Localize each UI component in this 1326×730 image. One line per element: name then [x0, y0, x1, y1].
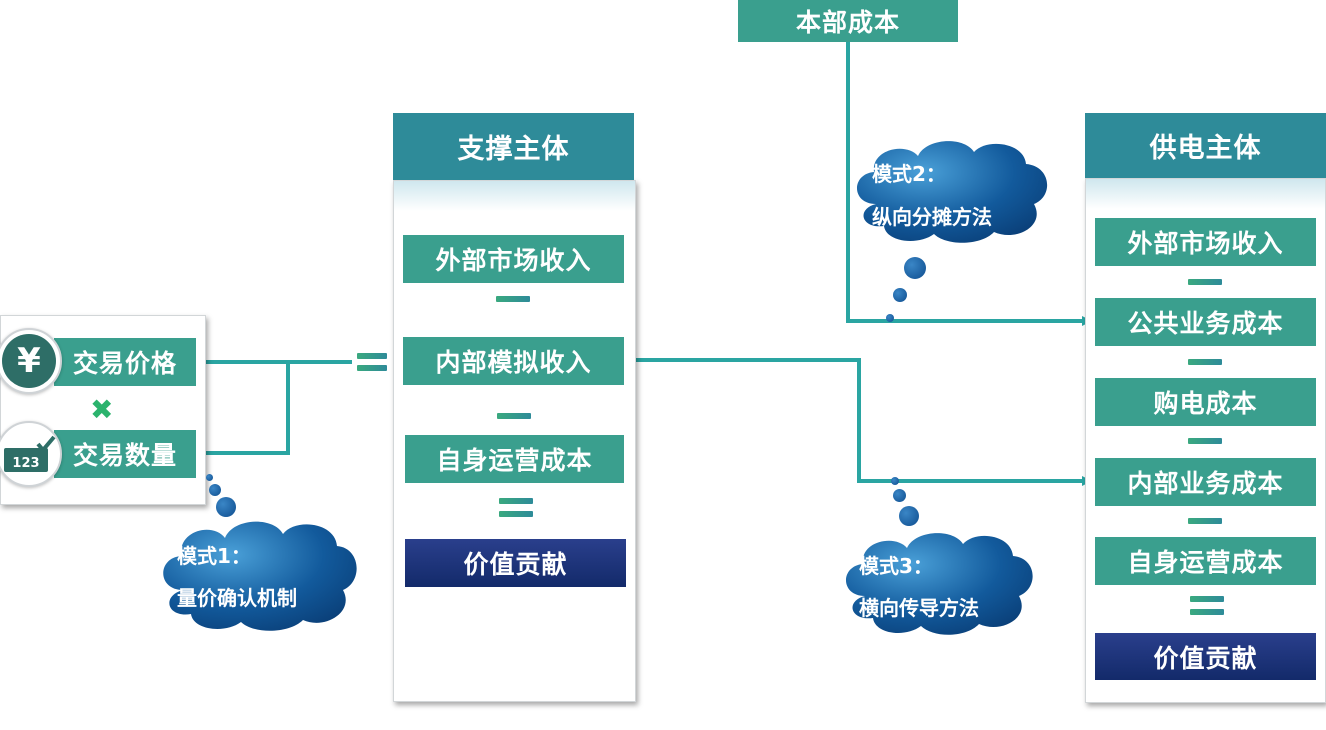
supply-item-label: 外部市场收入: [1127, 229, 1284, 258]
minus-icon: [1188, 359, 1222, 365]
mode1-title: 模式1：: [177, 544, 251, 568]
headquarters-cost-box: 本部成本: [738, 0, 958, 42]
support-item-external-revenue: 外部市场收入: [403, 235, 624, 283]
multiply-icon: ✖: [90, 393, 114, 426]
trade-price-label: 交易价格: [72, 349, 177, 378]
thought-bubble: [893, 489, 906, 502]
thought-bubble: [216, 497, 236, 517]
mode3-title: 模式3：: [859, 554, 933, 578]
minus-icon: [1188, 518, 1222, 524]
support-item-value-contribution: 价值贡献: [405, 539, 626, 587]
mode2-arrow: [846, 42, 1092, 326]
mode3-arrow: [624, 358, 1092, 486]
supply-item-label: 内部业务成本: [1127, 469, 1284, 498]
yen-icon: ¥: [0, 328, 62, 394]
supply-panel-fade: [1086, 179, 1325, 209]
thought-bubble: [209, 484, 221, 496]
thought-bubble: [886, 314, 894, 322]
trade-price-box: 交易价格: [54, 338, 196, 386]
equals-icon: [357, 353, 387, 359]
price-quantity-connector: [196, 360, 352, 455]
supply-item-label: 购电成本: [1153, 389, 1258, 418]
mode2-subtitle: 纵向分摊方法: [872, 205, 992, 229]
support-item-label: 外部市场收入: [435, 246, 592, 275]
supply-item-internal-cost: 内部业务成本: [1095, 458, 1316, 506]
mode2-title: 模式2：: [872, 162, 946, 186]
trade-quantity-label: 交易数量: [72, 441, 177, 470]
minus-icon: [496, 296, 530, 302]
mode1-cloud: [163, 521, 357, 631]
thought-bubble: [893, 288, 907, 302]
support-item-label: 自身运营成本: [436, 446, 593, 475]
thought-bubble: [899, 506, 919, 526]
mode2-cloud: [856, 141, 1048, 243]
supply-item-value-contribution: 价值贡献: [1095, 633, 1316, 680]
minus-icon: [1188, 279, 1222, 285]
counter-icon-graphic: 123: [4, 435, 56, 472]
supply-entity-title: 供电主体: [1085, 113, 1326, 178]
equals-icon-bar: [1190, 609, 1224, 615]
minus-icon: [1188, 438, 1222, 444]
supply-entity-title-label: 供电主体: [1149, 133, 1262, 164]
support-entity-title-label: 支撑主体: [457, 134, 570, 165]
supply-item-label: 价值贡献: [1153, 643, 1258, 673]
mode3-subtitle: 横向传导方法: [859, 596, 979, 620]
supply-item-power-purchase-cost: 购电成本: [1095, 378, 1316, 426]
thought-bubble: [891, 477, 899, 485]
headquarters-cost-label: 本部成本: [795, 8, 900, 37]
equals-icon-bar: [357, 365, 387, 371]
yen-symbol: ¥: [2, 334, 56, 388]
minus-icon: [497, 413, 531, 419]
supply-item-public-cost: 公共业务成本: [1095, 298, 1316, 346]
supply-item-operating-cost: 自身运营成本: [1095, 537, 1316, 585]
support-item-label: 内部模拟收入: [435, 348, 592, 377]
thought-bubble: [904, 257, 926, 279]
thought-bubble: [206, 474, 213, 481]
supply-item-label: 自身运营成本: [1127, 548, 1284, 577]
support-item-internal-revenue: 内部模拟收入: [403, 337, 624, 385]
support-panel-fade: [394, 181, 635, 211]
supply-item-label: 公共业务成本: [1127, 309, 1284, 338]
equals-icon-bar: [499, 511, 533, 517]
mode3-cloud: [845, 533, 1033, 635]
support-entity-title: 支撑主体: [393, 113, 634, 180]
equals-icon: [1190, 596, 1224, 602]
support-item-label: 价值贡献: [463, 550, 568, 579]
trade-quantity-box: 交易数量: [54, 430, 196, 478]
counter-icon: 123: [0, 421, 62, 487]
mode1-subtitle: 量价确认机制: [177, 586, 297, 610]
counter-digits: 123: [12, 456, 39, 471]
supply-item-external-revenue: 外部市场收入: [1095, 218, 1316, 266]
support-item-operating-cost: 自身运营成本: [405, 435, 624, 483]
equals-icon: [499, 498, 533, 504]
